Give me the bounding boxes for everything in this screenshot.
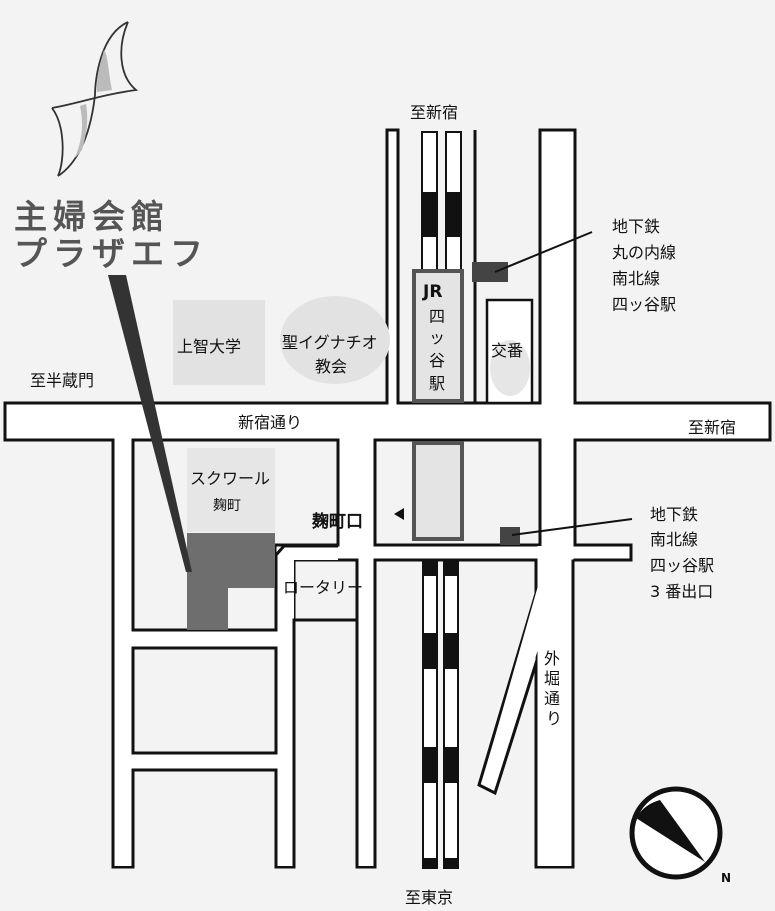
compass-icon bbox=[629, 786, 723, 880]
ignatius-church-area bbox=[280, 296, 390, 384]
leader-line bbox=[494, 231, 593, 273]
sophia-university-label: 上智大学 bbox=[177, 337, 241, 356]
direction-shinjuku-north: 至新宿 bbox=[410, 103, 458, 122]
svg-text:四ッ谷駅: 四ッ谷駅 bbox=[650, 556, 714, 575]
shinjuku-dori-label: 新宿通り bbox=[238, 413, 302, 432]
namboku-exit3-label: 地下鉄 南北線 四ッ谷駅 3 番出口 bbox=[650, 505, 714, 601]
svg-text:堀: 堀 bbox=[544, 669, 560, 688]
ignatius-church-label-2: 教会 bbox=[315, 357, 347, 376]
marunouchi-station-label: 地下鉄 丸の内線 南北線 四ッ谷駅 bbox=[612, 217, 676, 314]
logo-mark bbox=[51, 21, 139, 177]
namboku-exit3-marker bbox=[500, 527, 520, 545]
svg-text:ッ: ッ bbox=[429, 328, 445, 347]
square-kojimachi-label: スクワール bbox=[190, 469, 270, 488]
koban-area bbox=[490, 340, 530, 396]
logo-name-kanji: 主婦会館 bbox=[14, 197, 170, 236]
rotary-label: ロータリー bbox=[283, 578, 363, 597]
svg-text:外: 外 bbox=[544, 649, 560, 668]
svg-text:駅: 駅 bbox=[429, 374, 445, 393]
logo-name-katakana: プラザエフ bbox=[14, 234, 209, 273]
direction-hanzomon: 至半蔵門 bbox=[30, 371, 94, 390]
location-pointer bbox=[108, 275, 192, 572]
svg-text:四ッ谷駅: 四ッ谷駅 bbox=[612, 295, 676, 314]
svg-text:り: り bbox=[546, 709, 562, 728]
sotobori-dori-label: 外 堀 通 り bbox=[544, 649, 562, 728]
svg-text:JR: JR bbox=[422, 282, 442, 302]
jr-tracks bbox=[421, 131, 462, 869]
direction-shinjuku-east: 至新宿 bbox=[688, 418, 736, 437]
marunouchi-entrance-marker bbox=[472, 262, 508, 282]
svg-text:3 番出口: 3 番出口 bbox=[650, 582, 713, 601]
plaza-f-building bbox=[187, 533, 275, 630]
compass-north-label: N bbox=[721, 871, 731, 885]
jr-station-label: JR 四 ッ 谷 駅 bbox=[422, 282, 445, 393]
kojimachi-exit-label: 麹町口 bbox=[311, 511, 363, 532]
svg-text:丸の内線: 丸の内線 bbox=[612, 243, 676, 262]
exit-arrow-icon bbox=[394, 508, 404, 520]
svg-text:通: 通 bbox=[544, 689, 560, 708]
svg-text:南北線: 南北線 bbox=[650, 530, 698, 549]
square-kojimachi-label-2: 麹町 bbox=[213, 497, 241, 514]
svg-text:谷: 谷 bbox=[429, 351, 445, 370]
leader-line bbox=[511, 518, 633, 536]
svg-text:南北線: 南北線 bbox=[612, 269, 660, 288]
jr-yotsuya-station bbox=[412, 269, 464, 403]
svg-text:地下鉄: 地下鉄 bbox=[612, 217, 660, 236]
road-network bbox=[3, 128, 772, 869]
koban-label: 交番 bbox=[491, 341, 523, 360]
sophia-university-area bbox=[173, 300, 265, 385]
direction-tokyo: 至東京 bbox=[405, 888, 453, 907]
ignatius-church-label: 聖イグナチオ bbox=[282, 333, 378, 352]
svg-text:四: 四 bbox=[429, 307, 445, 326]
jr-station-platform-south bbox=[412, 441, 464, 541]
svg-text:地下鉄: 地下鉄 bbox=[650, 505, 698, 524]
square-kojimachi-area bbox=[187, 448, 275, 532]
